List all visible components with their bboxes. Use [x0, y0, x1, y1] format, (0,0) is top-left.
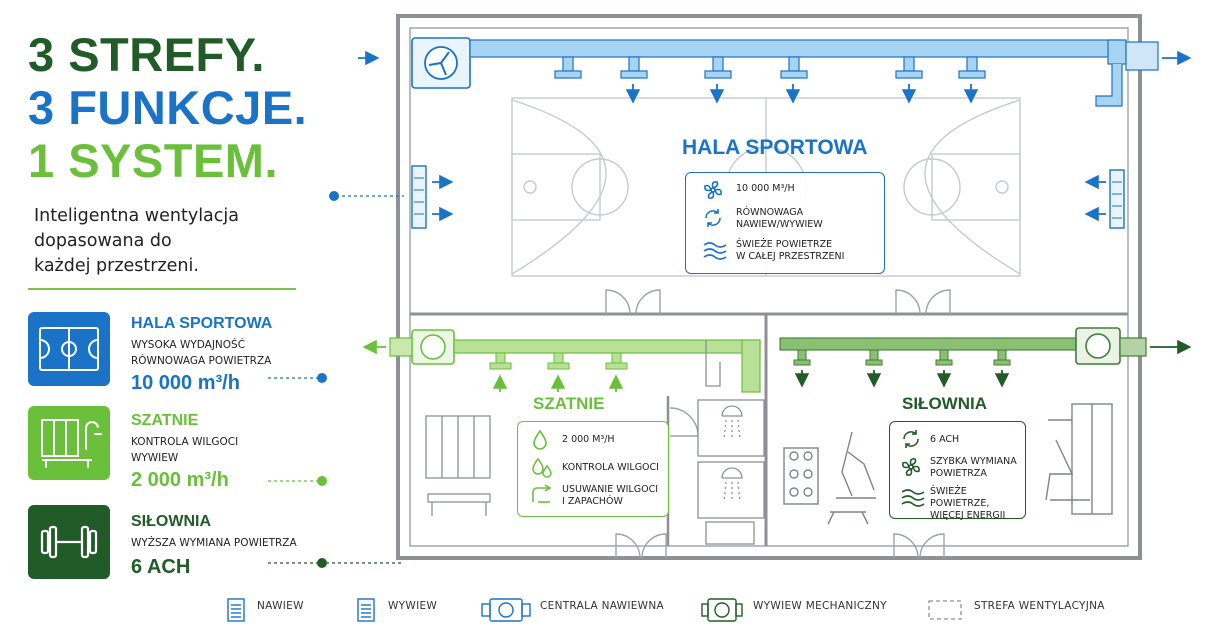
lockers: [425, 415, 491, 516]
zone-desc-line: WYSOKA WYDAJNOŚĆ: [131, 339, 246, 351]
intro-text: Inteligentna wentylacja dopasowana do ka…: [34, 204, 294, 279]
air-handling-unit-icon: [481, 598, 531, 622]
exhaust-duct-szatnie: [389, 329, 761, 393]
fan-icon: [902, 458, 920, 476]
headline-line-1: 3 STREFY.: [28, 28, 265, 81]
legend-label: WYWIEW MECHANICZNY: [753, 600, 887, 612]
room-title-silownia: SIŁOWNIA: [902, 394, 987, 413]
legend-label: CENTRALA NAWIEWNA: [540, 600, 664, 612]
air-waves-icon: [901, 489, 925, 507]
info-box-szatnie: 2 000 m³/h KONTROLA WILGOCI USUWANIE WIL…: [517, 421, 669, 517]
room-title-hala: HALA SPORTOWA: [682, 136, 868, 159]
info-text: KONTROLA WILGOCI: [562, 462, 659, 473]
zone-desc-line: WYŻSZA WYMIANA POWIETRZA: [131, 537, 297, 549]
droplets-icon: [532, 457, 552, 478]
zone-desc: WYŻSZA WYMIANA POWIETRZA: [131, 535, 297, 551]
zone-desc-line: KONTROLA WILGOCI: [131, 436, 239, 448]
zone-title: SIŁOWNIA: [131, 513, 211, 530]
info-row: KONTROLA WILGOCI: [562, 462, 659, 474]
info-text: SZYBKA WYMIANA: [930, 456, 1017, 467]
info-text: POWIETRZA: [930, 468, 987, 479]
headline-line-2: 3 FUNKCJE.: [28, 81, 308, 134]
sports-court-icon: [39, 327, 99, 371]
info-text: W CAŁEJ PRZESTRZENI: [736, 251, 845, 262]
side-grilles-hala: [411, 165, 1125, 229]
legend-label: NAWIEW: [257, 600, 304, 612]
info-row: ŚWIEŻE POWIETRZE,WIĘCEJ ENERGII: [930, 486, 1025, 522]
info-row: 2 000 m³/h: [562, 434, 615, 446]
air-waves-icon: [703, 242, 727, 260]
zone-value: 10 000 m³/h: [131, 372, 240, 394]
info-text: 6 ACH: [930, 434, 960, 445]
zone-card-silownia: [28, 505, 110, 579]
callout-dot: [317, 476, 327, 486]
locker-shower-icon: [41, 419, 102, 468]
dashed-zone-icon: [928, 600, 962, 620]
basketball-court: [511, 97, 1021, 277]
info-text: WIĘCEJ ENERGII: [930, 510, 1006, 521]
intro-line: każdej przestrzeni.: [34, 256, 199, 276]
info-text: 2 000 m³/h: [562, 434, 615, 445]
gym-equipment: [783, 403, 1113, 525]
cycle-icon: [903, 430, 919, 448]
callout-dot: [317, 558, 327, 568]
zone-value: 6 ACH: [131, 556, 191, 578]
zone-desc: WYSOKA WYDAJNOŚĆ RÓWNOWAGA POWIETRZA: [131, 337, 271, 369]
info-text: ŚWIEŻE POWIETRZE: [736, 239, 833, 250]
zone-card-szatnie: [28, 406, 110, 480]
legend-label: STREFA WENTYLACYJNA: [974, 600, 1105, 612]
headline-line-3: 1 SYSTEM.: [28, 134, 279, 187]
zone-desc-line: RÓWNOWAGA POWIETRZA: [131, 355, 272, 367]
droplet-icon: [533, 429, 547, 450]
airflow-arrows-hala: [358, 50, 1192, 222]
callout-dot: [329, 191, 339, 201]
exhaust-grille-icon: [357, 598, 375, 622]
headline: 3 STREFY. 3 FUNKCJE. 1 SYSTEM.: [28, 28, 318, 187]
info-text: ŚWIEŻE POWIETRZE,: [930, 486, 990, 509]
airflow-arrows-silownia: [794, 339, 1192, 388]
building-walls: [396, 14, 1142, 560]
info-text: I ZAPACHÓW: [562, 496, 623, 507]
callout-connectors: [268, 195, 404, 379]
callout-dot: [317, 373, 327, 383]
info-row: 6 ACH: [930, 434, 959, 446]
fan-icon: [704, 181, 722, 199]
info-text: RÓWNOWAGA: [736, 207, 804, 218]
intro-line: Inteligentna wentylacja: [34, 206, 239, 226]
mechanical-exhaust-icon: [701, 598, 743, 622]
exhaust-duct-silownia: [779, 327, 1147, 366]
zone-value: 2 000 m³/h: [131, 469, 229, 491]
info-text: USUWANIE WILGOCI: [562, 484, 659, 495]
divider: [28, 288, 296, 290]
doors: [605, 289, 951, 559]
legend-label: WYWIEW: [388, 600, 438, 612]
zone-desc-line: WYWIEW: [131, 452, 179, 464]
zone-title: SZATNIE: [131, 412, 199, 429]
supply-grille-icon: [227, 598, 245, 622]
zone-card-hala: [28, 312, 110, 386]
exhaust-arrow-icon: [532, 484, 552, 503]
intro-line: dopasowana do: [34, 231, 172, 251]
zone-title: HALA SPORTOWA: [131, 315, 273, 332]
balance-cycle-icon: [705, 209, 721, 227]
dumbbell-icon: [40, 525, 98, 559]
room-title-szatnie: SZATNIE: [533, 394, 605, 413]
airflow-arrows-szatnie: [362, 339, 624, 392]
zone-desc: KONTROLA WILGOCI WYWIEW: [131, 434, 238, 466]
info-row: 10 000 m³/h: [736, 183, 795, 195]
info-text: NAWIEW/WYWIEW: [736, 219, 823, 230]
supply-diffusers-hala: [554, 56, 986, 79]
showers: [697, 340, 765, 545]
info-text: 10 000 m³/h: [736, 183, 795, 194]
